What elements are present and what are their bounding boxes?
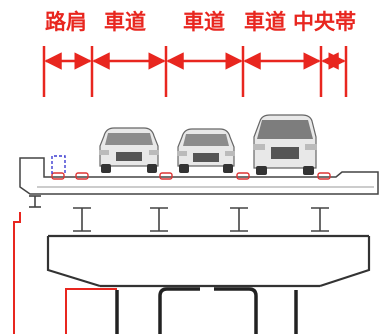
deck-slab [19, 157, 379, 195]
van-icon [253, 114, 317, 175]
car-icon [99, 127, 159, 173]
label-lane-1: 車道 [104, 10, 146, 34]
girder [29, 195, 41, 208]
railing-dashed-outline [51, 155, 66, 174]
label-shoulder: 路肩 [45, 10, 87, 34]
girder [73, 207, 91, 232]
barrier-markers [51, 172, 331, 180]
piers [115, 287, 298, 334]
label-median: 中央帯 [293, 10, 356, 34]
red-wall-lines [13, 212, 257, 334]
girder [230, 207, 248, 232]
girders [29, 195, 329, 232]
pier-cap-beam [46, 234, 371, 288]
girder [150, 207, 168, 232]
width-labels: 路肩 車道 車道 車道 中央帯 [45, 10, 356, 34]
label-lane-2: 車道 [183, 10, 225, 34]
dimension-lines [42, 46, 348, 97]
car-icon [177, 128, 235, 173]
girder [311, 207, 329, 232]
label-lane-3: 車道 [244, 10, 286, 34]
